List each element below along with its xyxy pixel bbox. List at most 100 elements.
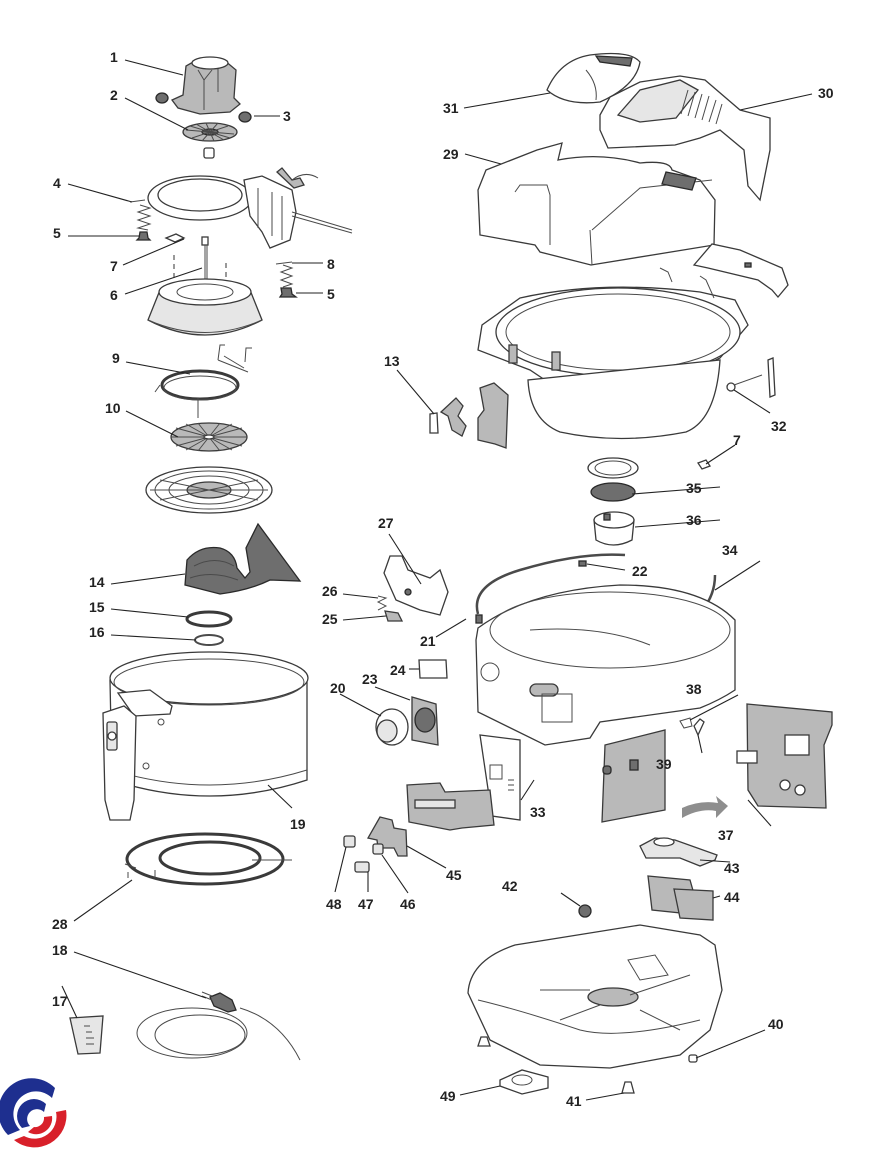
part-42-cap — [578, 904, 592, 918]
bushing — [203, 147, 215, 159]
leader-27 — [388, 533, 422, 585]
callout-49: 49 — [440, 1088, 456, 1104]
part-24-switch-cover — [418, 659, 448, 679]
leader-40 — [695, 1029, 766, 1059]
callout-48: 48 — [326, 896, 342, 912]
part-23-knob-base — [411, 696, 439, 746]
callout-2: 2 — [110, 87, 118, 103]
part-3-grommets — [155, 92, 252, 123]
leader-20 — [339, 693, 382, 717]
callout-20: 20 — [330, 680, 346, 696]
logo-red-arc — [14, 1110, 67, 1148]
leader-42 — [560, 892, 581, 907]
leader-15 — [110, 608, 189, 618]
leader-23 — [374, 686, 411, 701]
leader-26 — [342, 593, 379, 599]
leader-46 — [381, 854, 409, 894]
part-7-clip-bottom — [697, 459, 711, 470]
callout-47: 47 — [358, 896, 374, 912]
part-5-screw-right — [278, 287, 298, 298]
part-13-latch — [429, 382, 509, 449]
part-26-spring — [376, 595, 388, 611]
leader-6 — [124, 267, 203, 295]
part-5-screw-left — [135, 231, 152, 241]
callout-3: 3 — [283, 108, 291, 124]
logo-blue-arc-inner — [17, 1099, 46, 1128]
control-panel-frame — [406, 782, 495, 831]
mounting-plate — [587, 457, 639, 479]
callout-40: 40 — [768, 1016, 784, 1032]
leader-39 — [697, 734, 703, 754]
part-37-power-board — [736, 703, 833, 809]
part-14-stirring-paddle — [184, 522, 302, 595]
part-44-container — [647, 875, 714, 921]
logo-red-arc-inner — [28, 1116, 53, 1135]
callout-46: 46 — [400, 896, 416, 912]
callout-42: 42 — [502, 878, 518, 894]
callout-38: 38 — [686, 681, 702, 697]
callout-41: 41 — [566, 1093, 582, 1109]
part-22-connector — [578, 560, 587, 567]
callout-27: 27 — [378, 515, 394, 531]
leader-22 — [586, 563, 626, 571]
leader-35 — [631, 486, 721, 495]
callout-39: 39 — [656, 756, 672, 772]
callout-21: 21 — [420, 633, 436, 649]
callout-33: 33 — [530, 804, 546, 820]
callout-18: 18 — [52, 942, 68, 958]
part-25-clip — [384, 610, 404, 622]
callout-23: 23 — [362, 671, 378, 687]
part-29-upper-housing — [477, 142, 716, 266]
callout-24: 24 — [390, 662, 406, 678]
leader-16 — [110, 634, 197, 641]
leader-41 — [585, 1092, 625, 1101]
part-17-measuring-cup — [69, 1015, 104, 1055]
callout-37: 37 — [718, 827, 734, 843]
part-6-thermal-probe — [201, 236, 209, 285]
leader-9 — [125, 361, 191, 375]
rear-bracket — [692, 243, 789, 299]
part-38-fuse-holder — [679, 717, 693, 729]
leader-10 — [125, 410, 179, 438]
part-35-gear-cover — [590, 482, 636, 502]
leader-1 — [124, 59, 184, 76]
callout-14: 14 — [89, 574, 105, 590]
part-45-keypad-membrane — [366, 816, 408, 857]
leader-18 — [73, 951, 207, 999]
brand-swirl-logo — [0, 1078, 67, 1148]
part-21-clip — [475, 614, 483, 624]
part-36-gear-motor — [593, 511, 635, 546]
leader-19 — [267, 784, 293, 809]
part-8-spring — [275, 261, 294, 288]
part-40-nut — [688, 1054, 698, 1063]
callout-19: 19 — [290, 816, 306, 832]
callout-5-left: 5 — [53, 225, 61, 241]
callout-8: 8 — [327, 256, 335, 272]
callout-43: 43 — [724, 860, 740, 876]
part-39-thermal-fuse — [693, 718, 705, 737]
leader-7a — [122, 238, 185, 266]
callout-32: 32 — [771, 418, 787, 434]
leader-21 — [435, 618, 467, 638]
part-47-button-timer — [354, 861, 370, 873]
part-1-motor — [170, 56, 241, 115]
callout-6: 6 — [110, 287, 118, 303]
leader-30 — [739, 93, 813, 111]
leader-lines — [61, 59, 813, 1101]
callout-5-right: 5 — [327, 286, 335, 302]
part-43-fan-duct — [639, 837, 718, 867]
part-4-spring — [129, 199, 152, 231]
part-7-clip-top — [164, 233, 186, 243]
callout-29: 29 — [443, 146, 459, 162]
leader-32 — [733, 389, 771, 414]
leader-34 — [714, 560, 761, 591]
main-body-housing — [475, 584, 736, 746]
part-28-lower-heating-element — [124, 832, 292, 886]
leader-25 — [342, 615, 387, 621]
callout-22: 22 — [632, 563, 648, 579]
leader-37 — [747, 799, 772, 827]
callout-1: 1 — [110, 49, 118, 65]
part-49-cooling-fan — [499, 1069, 549, 1095]
part-2-cooling-fan — [182, 122, 238, 142]
